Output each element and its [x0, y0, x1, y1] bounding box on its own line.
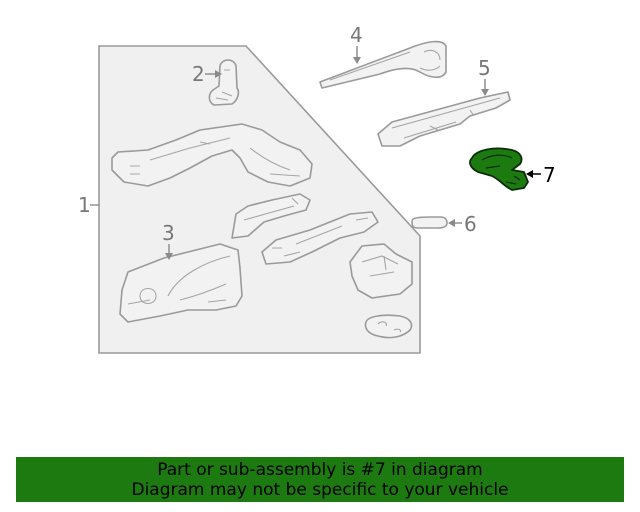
callout-4: 4	[350, 23, 363, 47]
callout-2: 2	[192, 62, 205, 86]
part-5-rail[interactable]	[377, 91, 511, 147]
banner-line-2: Diagram may not be specific to your vehi…	[131, 480, 509, 500]
callout-5-arrowhead	[481, 89, 489, 96]
part-1-lower-plate[interactable]	[364, 314, 413, 339]
part-2-bracket[interactable]	[208, 59, 240, 106]
part-1-lower-rail[interactable]	[261, 211, 379, 265]
callout-5: 5	[478, 56, 491, 80]
banner-line-1: Part or sub-assembly is #7 in diagram	[157, 460, 483, 480]
parts-diagram: 1 2 4 5 7 6	[78, 23, 556, 354]
part-1-small-bracket[interactable]	[231, 193, 311, 239]
callout-7-arrowhead	[526, 170, 533, 178]
callout-6: 6	[464, 212, 477, 236]
callout-7: 7	[543, 163, 556, 187]
part-7-highlighted-bracket[interactable]	[469, 147, 529, 191]
part-4-apron[interactable]	[319, 40, 447, 89]
part-1-upper-rail[interactable]	[111, 123, 313, 187]
callout-3: 3	[162, 221, 175, 245]
part-1-box-bracket[interactable]	[349, 243, 413, 299]
callout-3-arrowhead	[165, 253, 173, 260]
part-6-plug[interactable]	[411, 216, 448, 229]
callout-6-arrowhead	[448, 219, 455, 227]
part-3-wheelhouse[interactable]	[119, 243, 243, 323]
info-banner: Part or sub-assembly is #7 in diagram Di…	[16, 457, 624, 502]
callout-2-arrowhead	[215, 70, 222, 78]
callout-1: 1	[78, 193, 91, 217]
callout-4-arrowhead	[353, 57, 361, 64]
